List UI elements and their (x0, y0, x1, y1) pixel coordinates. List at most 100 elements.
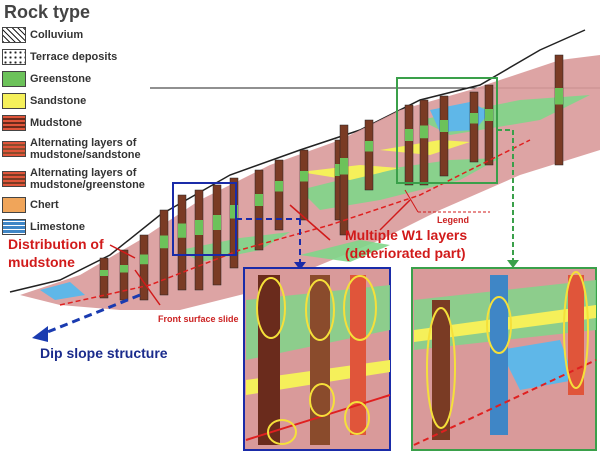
borehole-column (299, 149, 309, 221)
legend-swatch (2, 49, 26, 65)
borehole-column (274, 159, 284, 231)
front-surface-slide-label: Front surface slide (158, 314, 239, 324)
greenstone-lens (300, 240, 390, 262)
legend-label: Limestone (30, 221, 86, 233)
borehole-column (404, 104, 414, 186)
borehole-segment (300, 171, 308, 182)
sandstone-lens (300, 165, 400, 180)
legend-item: Alternating layers of mudstone/sandstone (2, 137, 152, 161)
dip-slope-arrow (39, 293, 141, 337)
borehole-segment (420, 125, 428, 139)
borehole-column (254, 169, 264, 251)
legend-label: Greenstone (30, 73, 92, 85)
borehole-segment (195, 220, 203, 235)
legend-item: Alternating layers of mudstone/greenston… (2, 167, 152, 191)
blue-arrow-head (294, 262, 306, 270)
legend-callout-line (404, 189, 419, 213)
zoom-borehole (568, 275, 584, 395)
borehole-column (439, 95, 449, 177)
w1-arrow (379, 199, 411, 231)
legend-label: Terrace deposits (30, 51, 118, 63)
green-arrow-head (507, 260, 519, 268)
multiple-w1-label: Multiple W1 layers (deteriorated part) (345, 227, 468, 261)
zoom-limestone (500, 340, 575, 390)
borehole-segment (555, 88, 563, 105)
legend-item: Sandstone (2, 93, 152, 109)
borehole-segment (365, 141, 373, 152)
legend-label: Mudstone (30, 117, 82, 129)
legend-title: Rock type (4, 2, 91, 22)
legend-label: Colluvium (30, 29, 84, 41)
zoom-borehole (350, 275, 366, 435)
legend-item: Greenstone (2, 71, 152, 87)
legend-item: Limestone (2, 219, 152, 235)
distribution-of-mudstone-label: Distribution of mudstone (8, 236, 104, 270)
legend-swatch (2, 71, 26, 87)
borehole-column (194, 189, 204, 291)
borehole-column (419, 99, 429, 186)
borehole-column (339, 124, 349, 236)
borehole-segment (335, 164, 343, 176)
yellow-ellipse (309, 383, 335, 417)
borehole-segment (160, 235, 168, 249)
yellow-ellipse (267, 419, 297, 445)
zoom-borehole (310, 275, 330, 445)
limestone-body (40, 282, 85, 300)
borehole-segment (275, 181, 283, 192)
yellow-ellipse (486, 296, 512, 354)
borehole-column (139, 234, 149, 301)
borehole-segment (470, 113, 478, 124)
yellow-ellipse (344, 401, 370, 435)
legend-label: Chert (30, 199, 59, 211)
legend-item: Colluvium (2, 27, 152, 43)
borehole-segment (100, 270, 108, 276)
legend-swatch (2, 115, 26, 131)
legend-swatch (2, 197, 26, 213)
zoom-slip-line (413, 359, 597, 446)
legend-swatch (2, 171, 26, 187)
legend-swatch (2, 27, 26, 43)
dip-slope-label: Dip slope structure (40, 345, 168, 361)
borehole-column (159, 209, 169, 296)
legend-item: Terrace deposits (2, 49, 152, 65)
legend-label: Sandstone (30, 95, 87, 107)
borehole-segment (340, 158, 348, 175)
distribution-arrow (109, 244, 136, 259)
borehole-column (484, 84, 494, 166)
legend-label: Alternating layers of mudstone/sandstone (30, 137, 141, 161)
zoom-borehole (490, 275, 508, 435)
legend-label: Alternating layers of mudstone/greenston… (30, 167, 145, 191)
borehole-segment (485, 109, 493, 121)
borehole-column (212, 184, 222, 286)
boreholes (99, 54, 564, 301)
zoom-slip-line (245, 394, 391, 441)
w1-arrow (289, 204, 331, 241)
legend-swatch (2, 93, 26, 109)
front-slide-arrow (134, 269, 161, 306)
yellow-ellipse (256, 277, 286, 339)
legend-item: Mudstone (2, 115, 152, 131)
legend-callout-label: Legend (437, 215, 470, 225)
borehole-segment (213, 215, 221, 230)
legend-swatch (2, 219, 26, 235)
borehole-column (364, 119, 374, 191)
borehole-column (177, 194, 187, 291)
legend-item: Chert (2, 197, 152, 213)
borehole-segment (440, 120, 448, 132)
zoom-borehole (258, 275, 280, 445)
borehole-segment (178, 223, 186, 238)
borehole-column (119, 249, 129, 301)
yellow-ellipse (563, 271, 589, 389)
borehole-segment (120, 265, 128, 273)
zoom-borehole (432, 300, 450, 440)
slip-surface-line (59, 139, 531, 306)
borehole-column (229, 177, 239, 269)
yellow-ellipse (426, 307, 456, 429)
borehole-column (554, 54, 564, 166)
yellow-ellipse (305, 279, 335, 341)
borehole-segment (140, 254, 148, 265)
legend-swatch (2, 141, 26, 157)
